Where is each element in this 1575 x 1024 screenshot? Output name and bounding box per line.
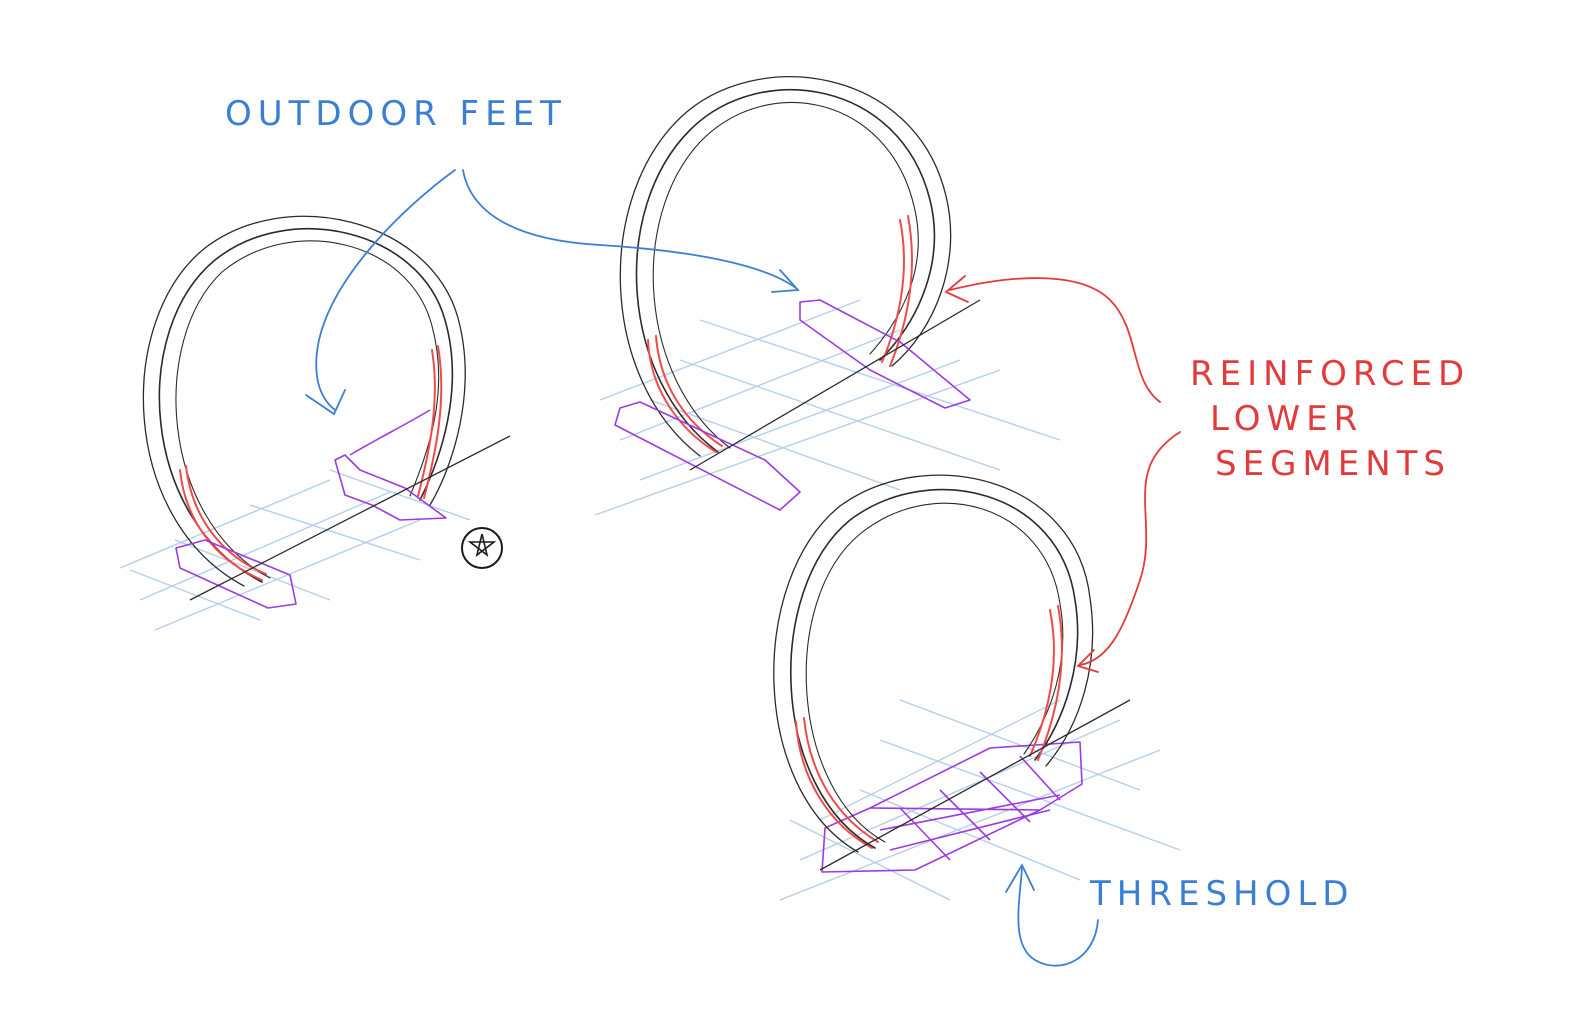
star-in-circle-icon xyxy=(461,527,503,569)
arch-left-ring xyxy=(142,215,466,587)
ground-grid-left xyxy=(119,469,471,631)
arrowhead-icon xyxy=(305,389,346,416)
threshold-arrow xyxy=(1005,863,1099,967)
label-reinforced-line1: REINFORCED xyxy=(1190,354,1470,394)
label-outdoor-feet: OUTDOOR FEET xyxy=(225,94,567,134)
label-threshold: THRESHOLD xyxy=(1089,874,1354,914)
arch-middle-reinforcement xyxy=(647,215,913,453)
threshold-plate xyxy=(821,741,1083,873)
arch-middle xyxy=(594,76,1061,516)
arch-left xyxy=(119,215,511,631)
arrowhead-icon xyxy=(1076,649,1099,673)
label-reinforced-line3: SEGMENTS xyxy=(1215,444,1451,484)
arch-left-axis xyxy=(189,435,511,601)
arrowhead-icon xyxy=(1005,863,1035,893)
arrowhead-icon xyxy=(944,275,969,303)
reinforced-arrows xyxy=(944,275,1181,673)
arch-left-reinforcement xyxy=(179,345,443,581)
arch-middle-feet xyxy=(614,299,971,511)
label-reinforced-line2: LOWER xyxy=(1210,399,1363,439)
arch-middle-ring xyxy=(619,76,952,457)
arch-right xyxy=(773,474,1181,901)
arch-left-feet xyxy=(175,409,447,609)
ground-grid-middle xyxy=(594,299,1061,516)
arch-right-axis xyxy=(819,699,1131,871)
arrowhead-icon xyxy=(771,269,800,293)
outdoor-feet-arrows xyxy=(305,169,800,416)
arch-right-reinforcement xyxy=(795,605,1063,849)
arch-middle-axis xyxy=(689,299,981,471)
